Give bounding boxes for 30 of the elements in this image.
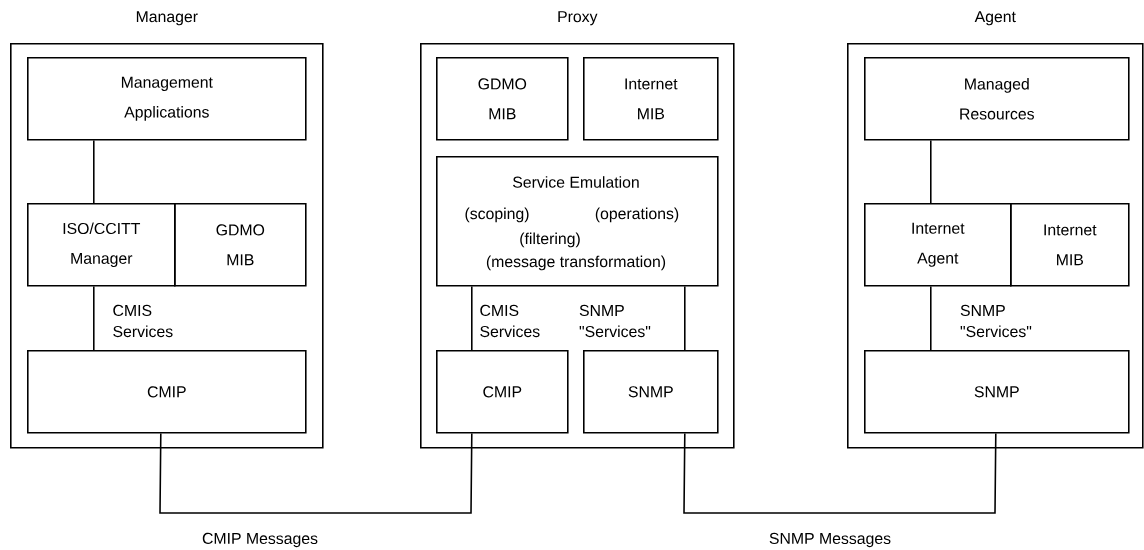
connector-line [159, 432, 473, 514]
component-box: Managed Resources [864, 57, 1130, 141]
edge-label: CMIS Services [480, 304, 540, 338]
connector-line [684, 285, 686, 351]
component-box: Management Applications [27, 57, 307, 141]
component-box: GDMO MIB [174, 203, 307, 287]
connector-line [683, 432, 997, 514]
service-box: Service Emulation (scoping) (operations) (filtering) (message transformation) [436, 156, 719, 287]
connector-line [93, 139, 95, 204]
component-box: CMIP [27, 350, 307, 434]
node-label: Proxy [558, 11, 598, 26]
component-box: GDMO MIB [436, 57, 569, 141]
connector-line [93, 285, 95, 351]
edge-label: CMIP Messages [202, 532, 318, 548]
component-box: SNMP [583, 350, 719, 434]
component-box: SNMP [864, 350, 1130, 434]
component-box: CMIP [436, 350, 569, 434]
connector-line [930, 285, 932, 351]
node-label: Agent [974, 11, 1016, 26]
edge-label: CMIS Services [113, 304, 173, 338]
component-box: Internet Agent [864, 203, 1012, 287]
connector-line [930, 139, 932, 204]
component-box: Internet MIB [1010, 203, 1130, 287]
edge-label: SNMP "Services" [960, 304, 1032, 338]
connector-line [471, 285, 473, 351]
component-box: Internet MIB [583, 57, 719, 141]
node-label: Manager [136, 11, 198, 26]
edge-label: SNMP Messages [769, 532, 891, 548]
component-box: ISO/CCITT Manager [27, 203, 176, 287]
edge-label: SNMP "Services" [579, 304, 651, 338]
